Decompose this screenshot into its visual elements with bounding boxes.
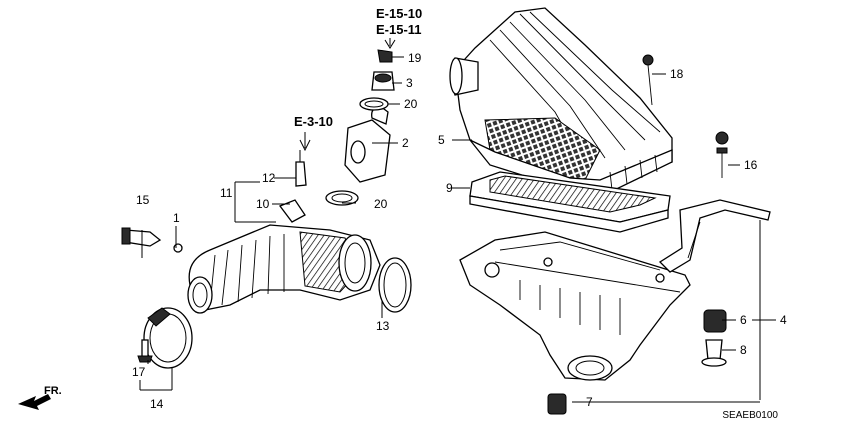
leader-lines: [139, 38, 776, 403]
callout-9: 9: [446, 181, 453, 195]
grommet-7: [547, 393, 567, 415]
ref-e15-11: E-15-11: [376, 22, 422, 37]
resonator-assembly: [295, 49, 395, 206]
callout-7: 7: [586, 395, 593, 409]
front-direction-label: FR.: [44, 385, 62, 397]
callout-10: 10: [256, 197, 270, 211]
callout-5: 5: [438, 133, 445, 147]
grommet-6: [703, 309, 727, 333]
callout-6: 6: [740, 313, 747, 327]
ref-e15-10: E-15-10: [376, 6, 422, 21]
upper-housing: [449, 7, 673, 198]
callout-8: 8: [740, 343, 747, 357]
collar-8: [701, 339, 727, 367]
callout-16: 16: [744, 158, 758, 172]
air-filter-element: [469, 171, 671, 233]
callout-20-lower: 20: [374, 197, 388, 211]
temp-sensor: [121, 227, 183, 253]
front-direction-arrow-icon: FR.: [18, 385, 62, 410]
seal-ring: [378, 257, 412, 313]
callout-4: 4: [780, 313, 787, 327]
callout-18: 18: [670, 67, 684, 81]
callout-15: 15: [136, 193, 150, 207]
lower-housing: [459, 199, 771, 381]
callout-17: 17: [132, 365, 146, 379]
callout-2: 2: [402, 136, 409, 150]
callout-13: 13: [376, 319, 390, 333]
bolt-18: [642, 54, 654, 106]
callout-11: 11: [220, 186, 233, 200]
callout-20-upper: 20: [404, 97, 418, 111]
diagram-code: SEAEB0100: [722, 410, 778, 421]
band-clamp: [143, 307, 193, 369]
ref-e3-10: E-3-10: [294, 114, 333, 129]
callout-1: 1: [173, 211, 180, 225]
callout-14: 14: [150, 397, 164, 411]
callout-3: 3: [406, 76, 413, 90]
air-intake-duct: [187, 199, 381, 314]
callout-12: 12: [262, 171, 276, 185]
bolt-16: [715, 131, 729, 178]
callout-19: 19: [408, 51, 422, 65]
